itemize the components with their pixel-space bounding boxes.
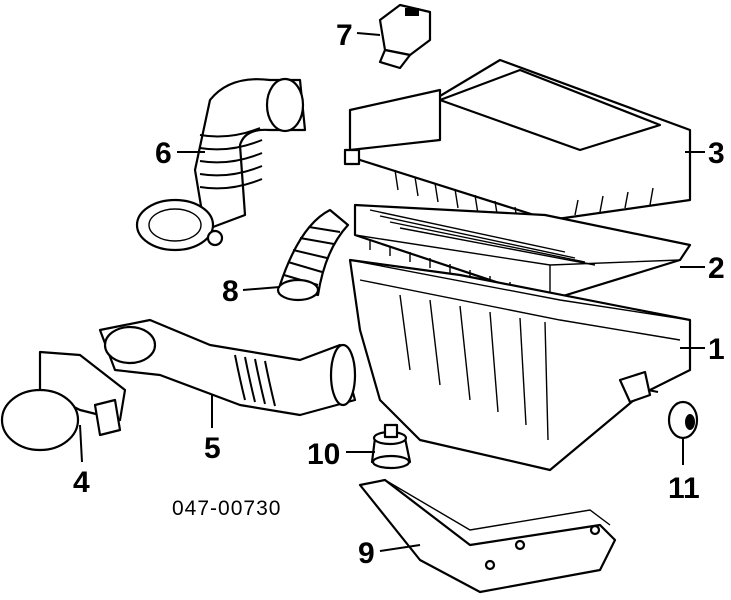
part-2-air-filter-element (353, 203, 692, 302)
leader-lines (79, 32, 705, 552)
callout-11: 11 (668, 472, 700, 505)
leader-8 (242, 286, 281, 291)
part-10-grommet (370, 423, 412, 470)
callout-labels: 1 2 3 4 5 6 7 8 9 10 11 (73, 19, 725, 570)
part-9-bracket-tray (358, 478, 617, 594)
part-4-inlet-adaptor (0, 350, 127, 452)
callout-4: 4 (73, 466, 90, 499)
callout-2: 2 (708, 252, 725, 285)
part-11-mount (667, 400, 699, 440)
callout-10: 10 (307, 438, 340, 471)
part-7-sensor (378, 3, 432, 70)
callout-7: 7 (336, 19, 353, 52)
part-1-lower-housing (348, 258, 692, 472)
callout-6: 6 (155, 137, 172, 170)
callout-9: 9 (358, 537, 375, 570)
callout-3: 3 (708, 137, 725, 170)
callout-5: 5 (204, 432, 221, 465)
leader-9 (379, 544, 421, 552)
leader-7 (356, 32, 381, 36)
callout-8: 8 (222, 275, 239, 308)
part-5-intake-duct (98, 318, 357, 417)
catalog-number: 047-00730 (172, 497, 281, 520)
callout-1: 1 (708, 333, 725, 366)
part-6-intake-boot (135, 77, 307, 252)
part-8-corrugated-hose (276, 208, 350, 302)
leader-4 (79, 424, 83, 463)
